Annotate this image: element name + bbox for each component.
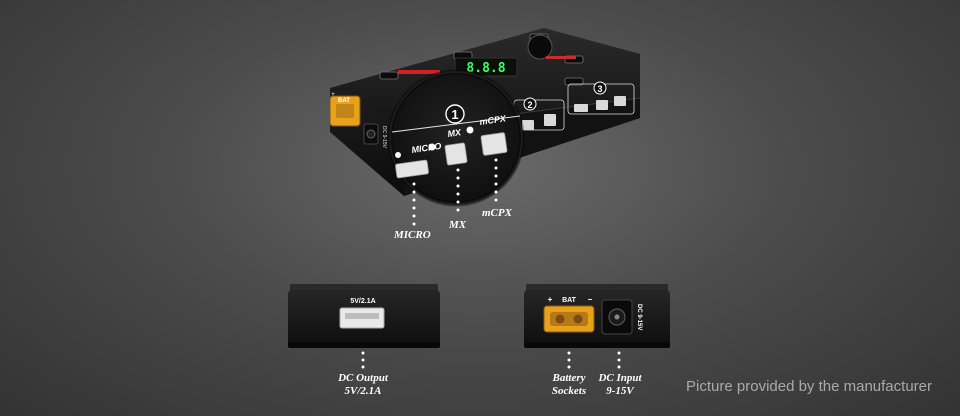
port-group-3: 3: [567, 81, 635, 115]
top-leader-lines: [412, 158, 498, 226]
svg-text:BAT: BAT: [562, 297, 577, 304]
top-button-2: [379, 71, 399, 80]
red-brand-strip: [398, 70, 440, 74]
svg-text:−: −: [588, 295, 593, 304]
callout-dc-input: DC Input 9-15V: [594, 372, 646, 398]
svg-text:+: +: [548, 295, 553, 304]
usb-output-panel: 5V/2.1A: [288, 284, 440, 369]
callout-battery-line2: Sockets: [551, 385, 587, 397]
group-1-badge: [445, 104, 465, 124]
svg-text:1: 1: [451, 107, 458, 122]
callout-mcpx: mCPX: [482, 207, 512, 219]
svg-text:2: 2: [527, 100, 532, 110]
svg-text:DC 9-15V: DC 9-15V: [381, 126, 387, 149]
callout-dc-input-line2: 9-15V: [606, 385, 634, 397]
callout-dc-output-line2: 5V/2.1A: [344, 385, 382, 397]
callout-dc-input-line1: DC Input: [598, 372, 642, 384]
callout-dc-output-line1: DC Output: [338, 372, 388, 384]
led-display: [454, 57, 518, 77]
dc-input-side-label: DC 9-15V: [636, 304, 642, 330]
mcpx-port: [480, 132, 508, 156]
usb-rating-label: 5V/2.1A: [350, 298, 375, 305]
mx-port-label: MX: [447, 127, 463, 139]
magnifier-lens: 1 MICRO MX mCPX: [387, 69, 525, 207]
svg-text:BAT: BAT: [338, 98, 350, 104]
led-display-digits: 8.8.8: [466, 61, 505, 76]
mcpx-port-label: mCPX: [479, 113, 508, 127]
callout-dc-output: DC Output 5V/2.1A: [332, 372, 394, 398]
callout-micro: MICRO: [394, 229, 431, 241]
callout-battery-sockets: Battery Sockets: [540, 372, 598, 398]
manufacturer-credit: Picture provided by the manufacturer: [686, 378, 932, 395]
svg-text:+: +: [331, 92, 335, 98]
callout-battery-line1: Battery: [552, 372, 586, 384]
input-panel: + BAT − DC 9-15V: [524, 284, 670, 369]
rotary-dial: [527, 34, 553, 60]
callout-mx: MX: [449, 219, 467, 231]
mx-port: [444, 142, 468, 166]
svg-text:3: 3: [597, 84, 602, 94]
micro-port: [395, 159, 429, 179]
port-group-2: 2: [513, 97, 565, 131]
top-button-6: [564, 77, 584, 86]
